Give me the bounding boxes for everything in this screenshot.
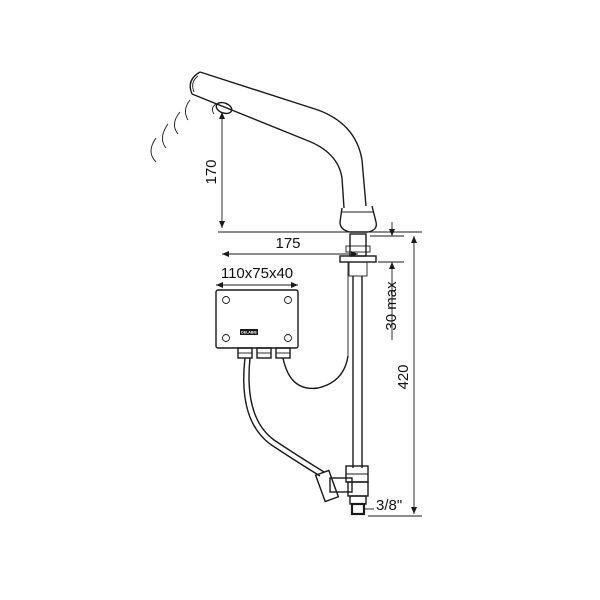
cables <box>243 355 349 477</box>
dimension-label-box: 110x75x40 <box>221 265 293 282</box>
dimension-deck: 30 max <box>370 222 404 340</box>
dimension-label-420: 420 <box>395 364 412 389</box>
dimension-height-sensor: 170 <box>203 112 225 228</box>
dimension-box: 110x75x40 <box>216 265 298 288</box>
sensor-waves-icon <box>150 99 191 163</box>
dimension-label-170: 170 <box>203 159 220 184</box>
faucet-spout <box>189 71 367 209</box>
dimension-total-height: 420 <box>368 231 422 517</box>
control-box: DELABIE <box>215 289 299 359</box>
dimension-label-thread: 3/8" <box>376 497 402 514</box>
brand-badge <box>240 329 258 335</box>
brand-label: DELABIE <box>241 331 257 335</box>
dimension-label-175: 175 <box>275 235 300 252</box>
solenoid-valve <box>314 465 369 516</box>
dimension-reach: 175 <box>218 231 380 257</box>
faucet-base <box>339 205 378 468</box>
dimension-thread: 3/8" <box>364 497 402 514</box>
dimension-label-30max: 30 max <box>383 281 400 331</box>
